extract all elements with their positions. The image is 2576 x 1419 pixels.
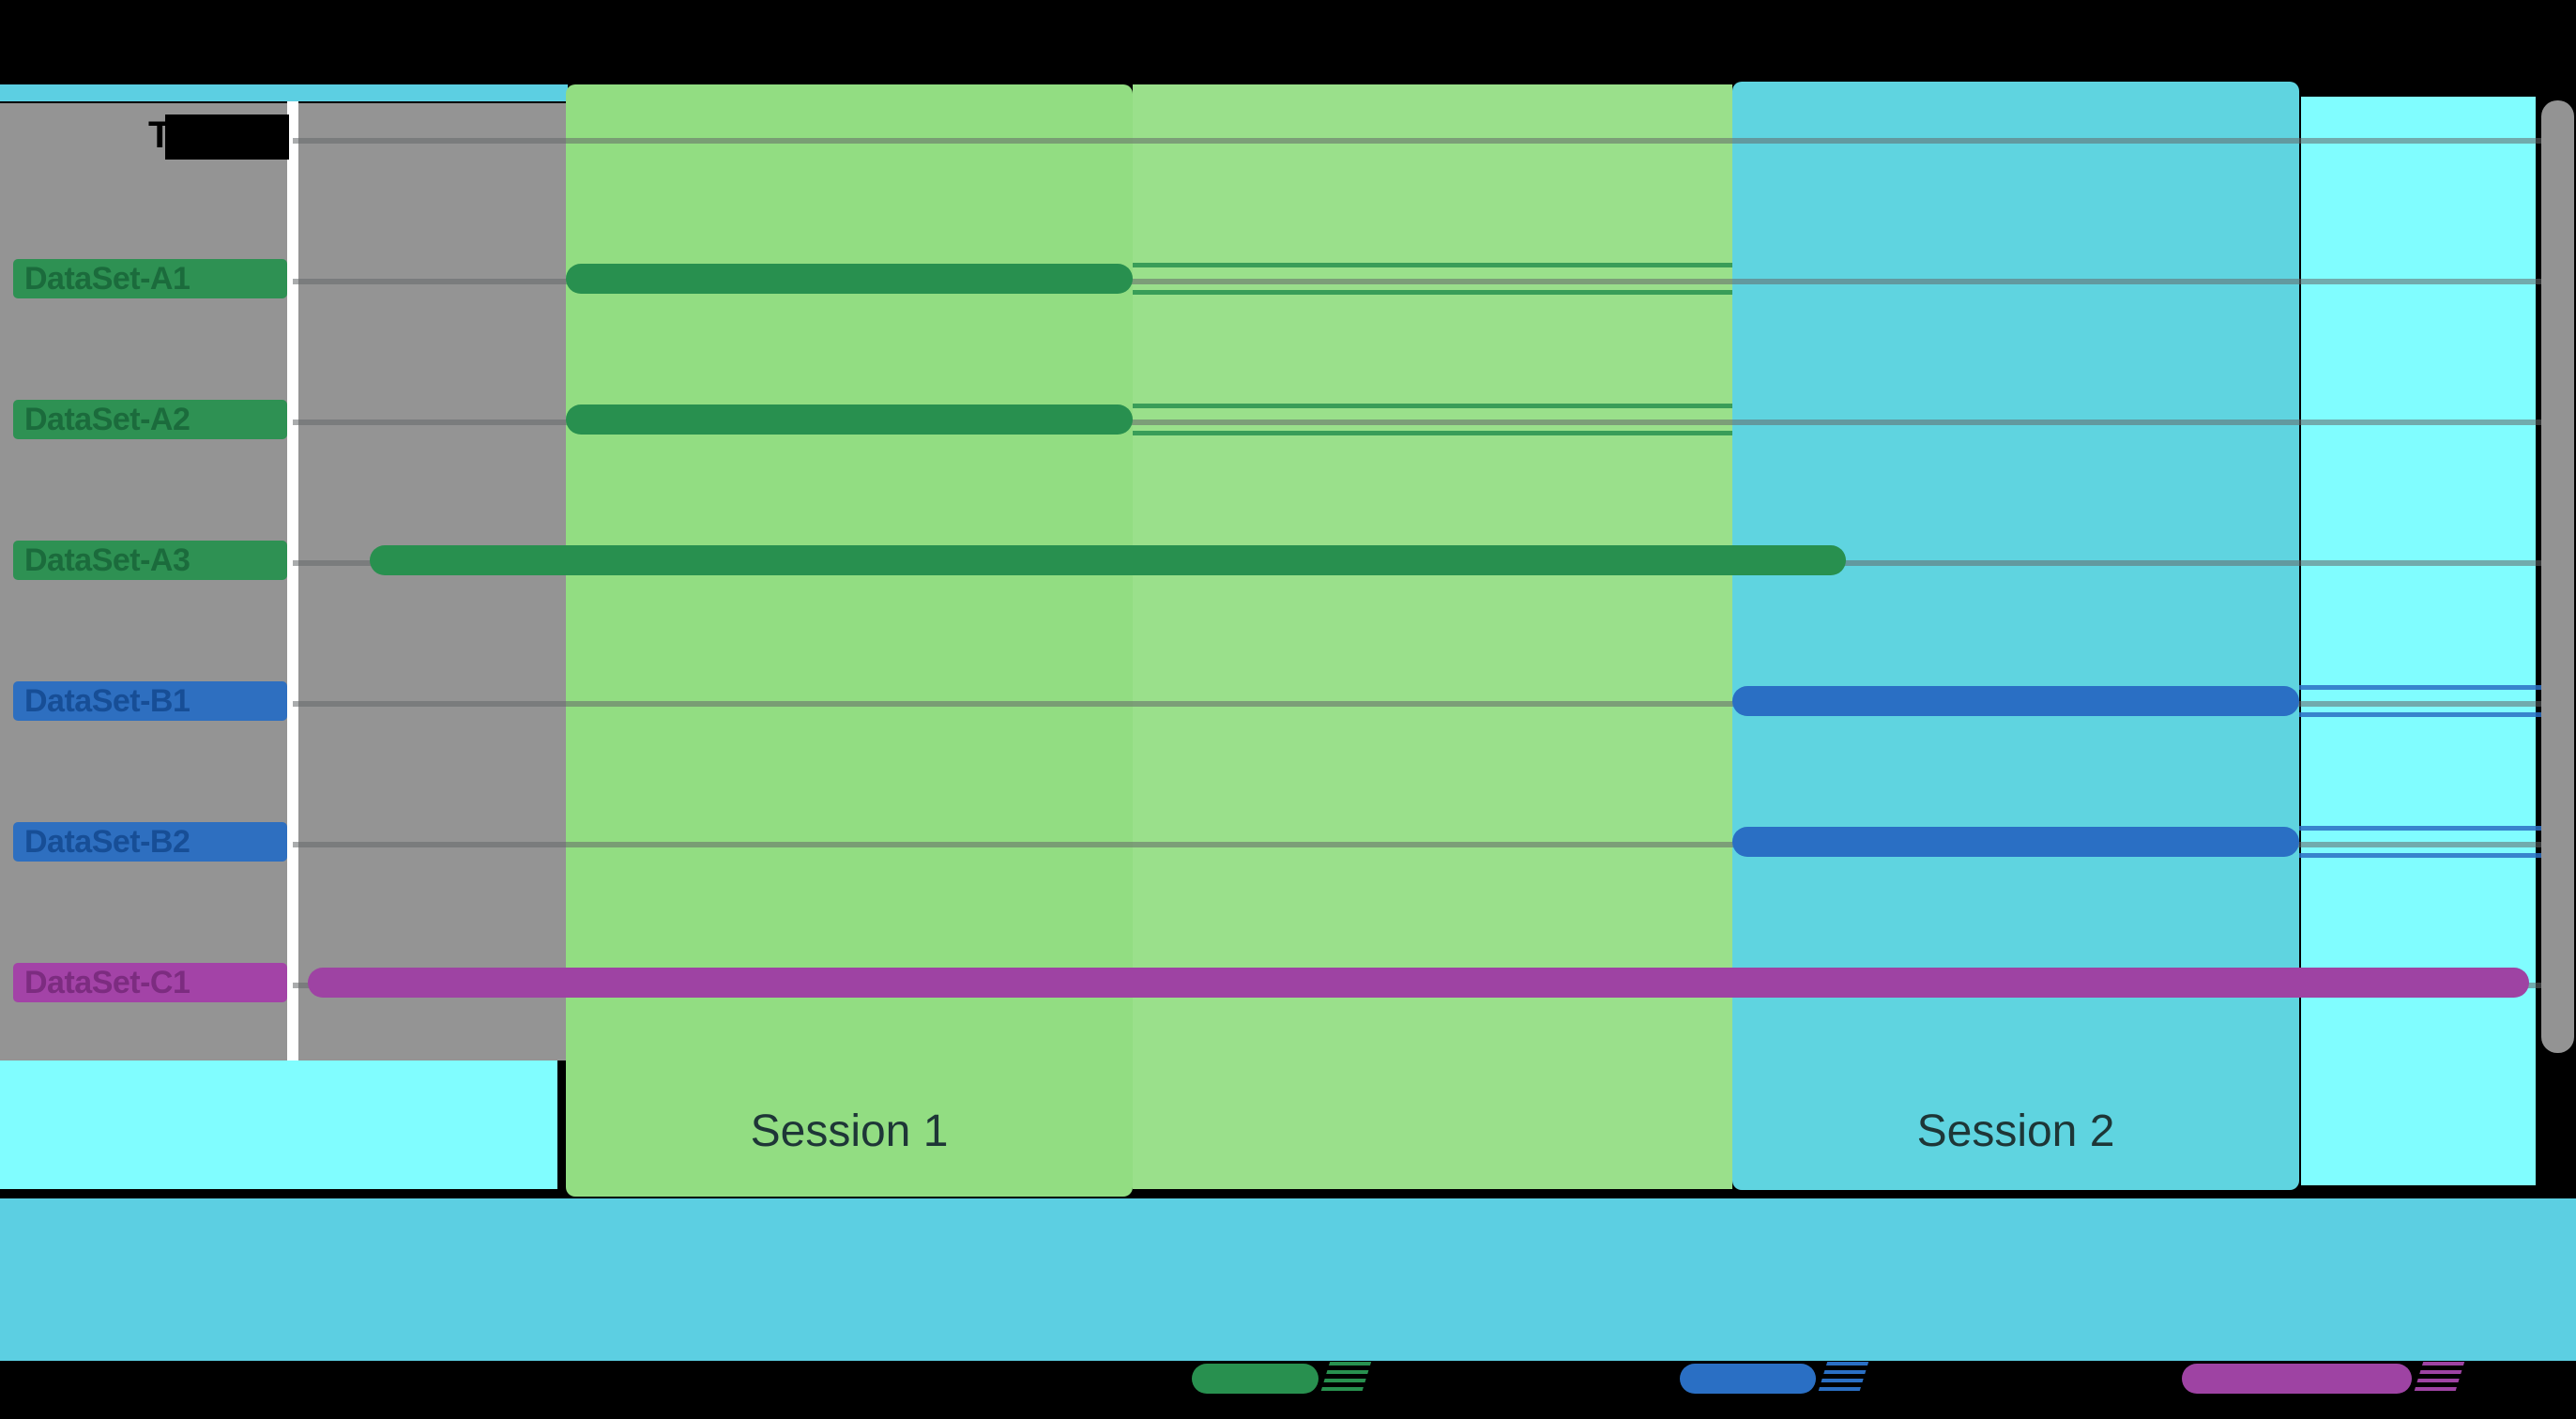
row-label: DataSet-A3 bbox=[13, 541, 287, 580]
bar-tail-line bbox=[2299, 826, 2541, 831]
vertical-scrollbar[interactable] bbox=[2541, 100, 2574, 1053]
bar-tail-line bbox=[1133, 263, 1732, 267]
right-cyan-column bbox=[2301, 97, 2536, 1185]
legend-label-redacted bbox=[1817, 1362, 1869, 1394]
task-bar[interactable] bbox=[566, 404, 1133, 435]
legend-label-redacted bbox=[2413, 1362, 2465, 1394]
legend-marker[interactable] bbox=[1192, 1364, 1318, 1394]
gridline bbox=[293, 138, 2541, 144]
row-label: DataSet-A1 bbox=[13, 259, 287, 298]
legend-marker[interactable] bbox=[2182, 1364, 2412, 1394]
bar-tail-line bbox=[2299, 712, 2541, 717]
row-label: DataSet-A2 bbox=[13, 400, 287, 439]
bar-tail-line bbox=[1133, 290, 1732, 295]
bar-tail-line bbox=[2299, 853, 2541, 858]
session2-area bbox=[1732, 82, 2299, 1190]
bar-tail-line bbox=[2299, 685, 2541, 690]
gridline bbox=[293, 701, 2541, 707]
gridline bbox=[293, 420, 2541, 425]
task-bar[interactable] bbox=[1732, 827, 2299, 857]
top-cyan-stripe bbox=[0, 84, 568, 101]
session1-extension-area bbox=[1133, 84, 1732, 1189]
row-label: DataSet-C1 bbox=[13, 963, 287, 1002]
footer-cyan-band bbox=[0, 1198, 2576, 1361]
gridline bbox=[293, 279, 2541, 284]
redaction-box bbox=[165, 114, 289, 160]
session1-label: Session 1 bbox=[750, 1106, 949, 1156]
gridline bbox=[293, 842, 2541, 847]
task-bar[interactable] bbox=[370, 545, 1846, 575]
session2-label: Session 2 bbox=[1916, 1106, 2115, 1156]
axis-label-panel bbox=[0, 103, 287, 1060]
bar-tail-line bbox=[1133, 404, 1732, 408]
y-axis-line bbox=[287, 101, 298, 1060]
legend-marker[interactable] bbox=[1680, 1364, 1816, 1394]
plot-gray-strip bbox=[298, 103, 568, 1060]
bottom-left-cyan-area bbox=[0, 1060, 557, 1189]
session1-area bbox=[566, 84, 1133, 1197]
row-label: DataSet-B1 bbox=[13, 681, 287, 721]
row-label: DataSet-B2 bbox=[13, 822, 287, 862]
task-bar[interactable] bbox=[566, 264, 1133, 294]
bar-tail-line bbox=[1133, 431, 1732, 435]
legend-label-redacted bbox=[1319, 1362, 1372, 1394]
task-bar[interactable] bbox=[308, 968, 2529, 998]
task-bar[interactable] bbox=[1732, 686, 2299, 716]
